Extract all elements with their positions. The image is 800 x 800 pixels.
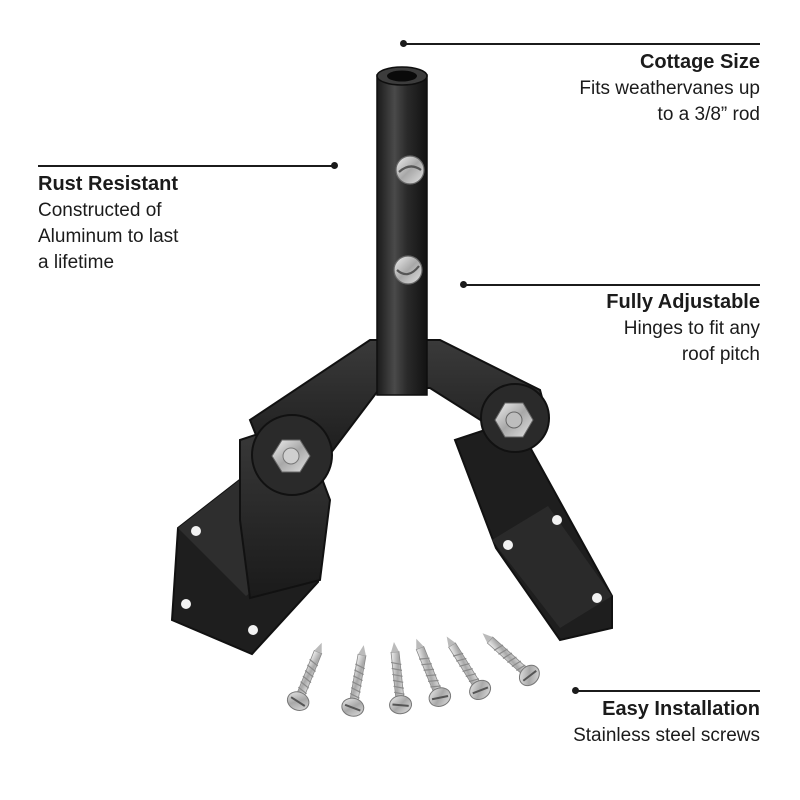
feature-title: Rust Resistant [38, 173, 179, 195]
callout-dot-cottage-size [400, 40, 407, 47]
feature-fully-adjustable: Fully Adjustable Hinges to fit any roof … [606, 290, 760, 368]
feature-text: Aluminum to last [38, 226, 179, 247]
feature-text: Hinges to fit any [623, 318, 760, 339]
feature-title: Cottage Size [639, 51, 760, 73]
feature-title: Fully Adjustable [606, 291, 760, 313]
feature-text: to a 3/8” rod [657, 104, 760, 125]
feature-cottage-size: Cottage Size Fits weathervanes up to a 3… [579, 50, 760, 128]
callout-dot-fully-adjustable [460, 281, 467, 288]
feature-rust-resistant: Rust Resistant Constructed of Aluminum t… [38, 172, 178, 276]
callout-line-rust-resistant [38, 165, 334, 167]
feature-text: Constructed of [38, 200, 162, 221]
callout-line-fully-adjustable [464, 284, 760, 286]
feature-easy-installation: Easy Installation Stainless steel screws [573, 697, 760, 749]
feature-text: Stainless steel screws [573, 725, 760, 746]
callout-dot-rust-resistant [331, 162, 338, 169]
feature-text: a lifetime [38, 252, 115, 273]
callout-line-cottage-size [404, 43, 760, 45]
feature-text: Fits weathervanes up [579, 78, 760, 99]
callout-dot-easy-installation [572, 687, 579, 694]
feature-title: Easy Installation [602, 698, 760, 720]
callout-line-easy-installation [576, 690, 760, 692]
feature-text: roof pitch [681, 344, 760, 365]
